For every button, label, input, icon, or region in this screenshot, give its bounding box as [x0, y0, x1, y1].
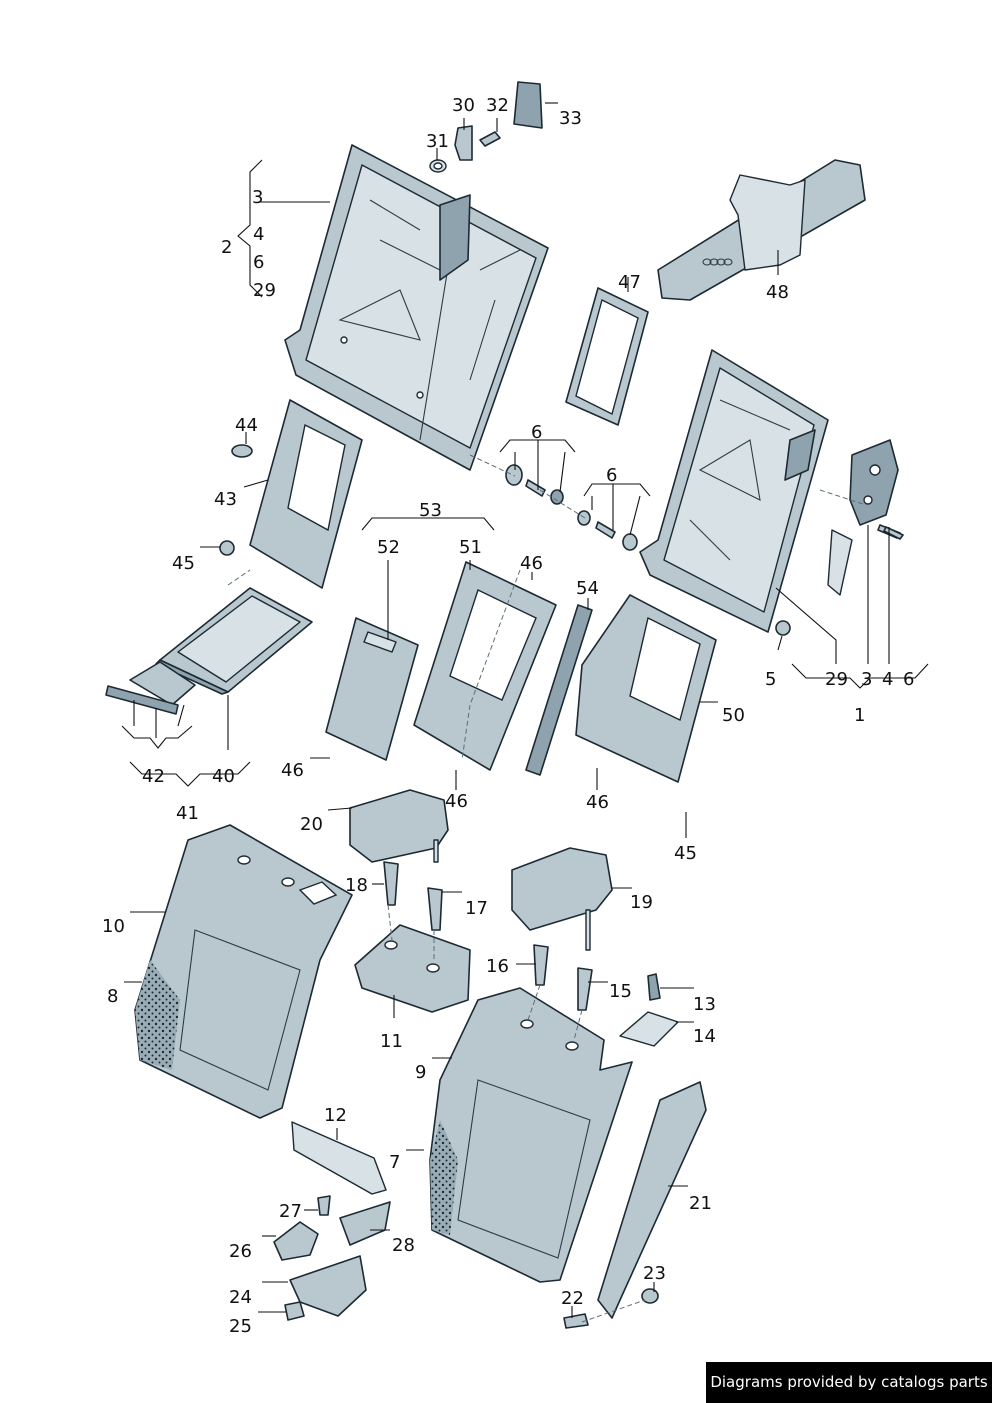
callout-28: 28 — [392, 1235, 415, 1256]
credit-banner: Diagrams provided by catalogs parts — [706, 1362, 992, 1403]
top-small-parts — [429, 81, 543, 173]
callout-43: 43 — [214, 489, 237, 510]
callout-16: 16 — [486, 956, 509, 977]
callout-30: 30 — [452, 95, 475, 116]
callout-45-left: 45 — [172, 553, 195, 574]
callout-9: 9 — [415, 1062, 426, 1083]
callout-10: 10 — [102, 916, 125, 937]
callout-3-left: 3 — [252, 187, 263, 208]
callout-1: 1 — [854, 705, 865, 726]
callout-32: 32 — [486, 95, 509, 116]
callout-33: 33 — [559, 108, 582, 129]
callout-6-right: 6 — [606, 465, 617, 486]
callout-4-left: 4 — [253, 224, 264, 245]
callout-29-left: 29 — [253, 280, 276, 301]
callout-54: 54 — [576, 578, 599, 599]
callout-53: 53 — [419, 500, 442, 521]
callout-46-right: 46 — [586, 792, 609, 813]
callout-5: 5 — [765, 669, 776, 690]
large-backrest-frame — [284, 144, 549, 471]
callout-25: 25 — [229, 1316, 252, 1337]
ski-hatch-frame — [565, 287, 649, 426]
callout-31: 31 — [426, 131, 449, 152]
callout-45-right: 45 — [674, 843, 697, 864]
callout-14: 14 — [693, 1026, 716, 1047]
callout-13: 13 — [693, 994, 716, 1015]
leader-lines — [121, 102, 929, 1318]
callout-23: 23 — [643, 1263, 666, 1284]
callout-47: 47 — [618, 272, 641, 293]
callout-labels: 30 32 33 31 3 2 4 6 29 47 48 44 6 6 43 5… — [102, 95, 914, 1337]
fastener-set — [219, 444, 904, 636]
callout-44: 44 — [235, 415, 258, 436]
through-load-panel — [325, 561, 717, 783]
callout-41: 41 — [176, 803, 199, 824]
callout-21: 21 — [689, 1193, 712, 1214]
callout-42: 42 — [142, 766, 165, 787]
small-backrest-cover — [429, 987, 633, 1283]
callout-6-left: 6 — [253, 252, 264, 273]
callout-18: 18 — [345, 875, 368, 896]
callout-51: 51 — [459, 537, 482, 558]
headrests — [349, 789, 679, 1047]
callout-17: 17 — [465, 898, 488, 919]
alignment-lines — [227, 454, 867, 1323]
callout-22: 22 — [561, 1288, 584, 1309]
callout-50: 50 — [722, 705, 745, 726]
ski-bag — [657, 159, 866, 301]
callout-46-left: 46 — [281, 760, 304, 781]
large-backrest-cover — [134, 824, 353, 1119]
callout-26: 26 — [229, 1241, 252, 1262]
callout-27: 27 — [279, 1201, 302, 1222]
callout-6-center: 6 — [531, 422, 542, 443]
callout-12: 12 — [324, 1105, 347, 1126]
small-backrest-frame — [639, 349, 829, 633]
callout-4-right: 4 — [882, 669, 893, 690]
callout-19: 19 — [630, 892, 653, 913]
callout-20: 20 — [300, 814, 323, 835]
callout-52: 52 — [377, 537, 400, 558]
callout-15: 15 — [609, 981, 632, 1002]
callout-2: 2 — [221, 237, 232, 258]
center-armrest — [105, 399, 363, 715]
callout-46-top: 46 — [520, 553, 543, 574]
side-bolster-hardware — [273, 1081, 707, 1329]
callout-40: 40 — [212, 766, 235, 787]
callout-11: 11 — [380, 1031, 403, 1052]
callout-8: 8 — [107, 986, 118, 1007]
callout-7: 7 — [389, 1152, 400, 1173]
callout-46-middle: 46 — [445, 791, 468, 812]
callout-6-far-right: 6 — [903, 669, 914, 690]
callout-24: 24 — [229, 1287, 252, 1308]
callout-29-right: 29 — [825, 669, 848, 690]
callout-48: 48 — [766, 282, 789, 303]
callout-3-right: 3 — [861, 669, 872, 690]
